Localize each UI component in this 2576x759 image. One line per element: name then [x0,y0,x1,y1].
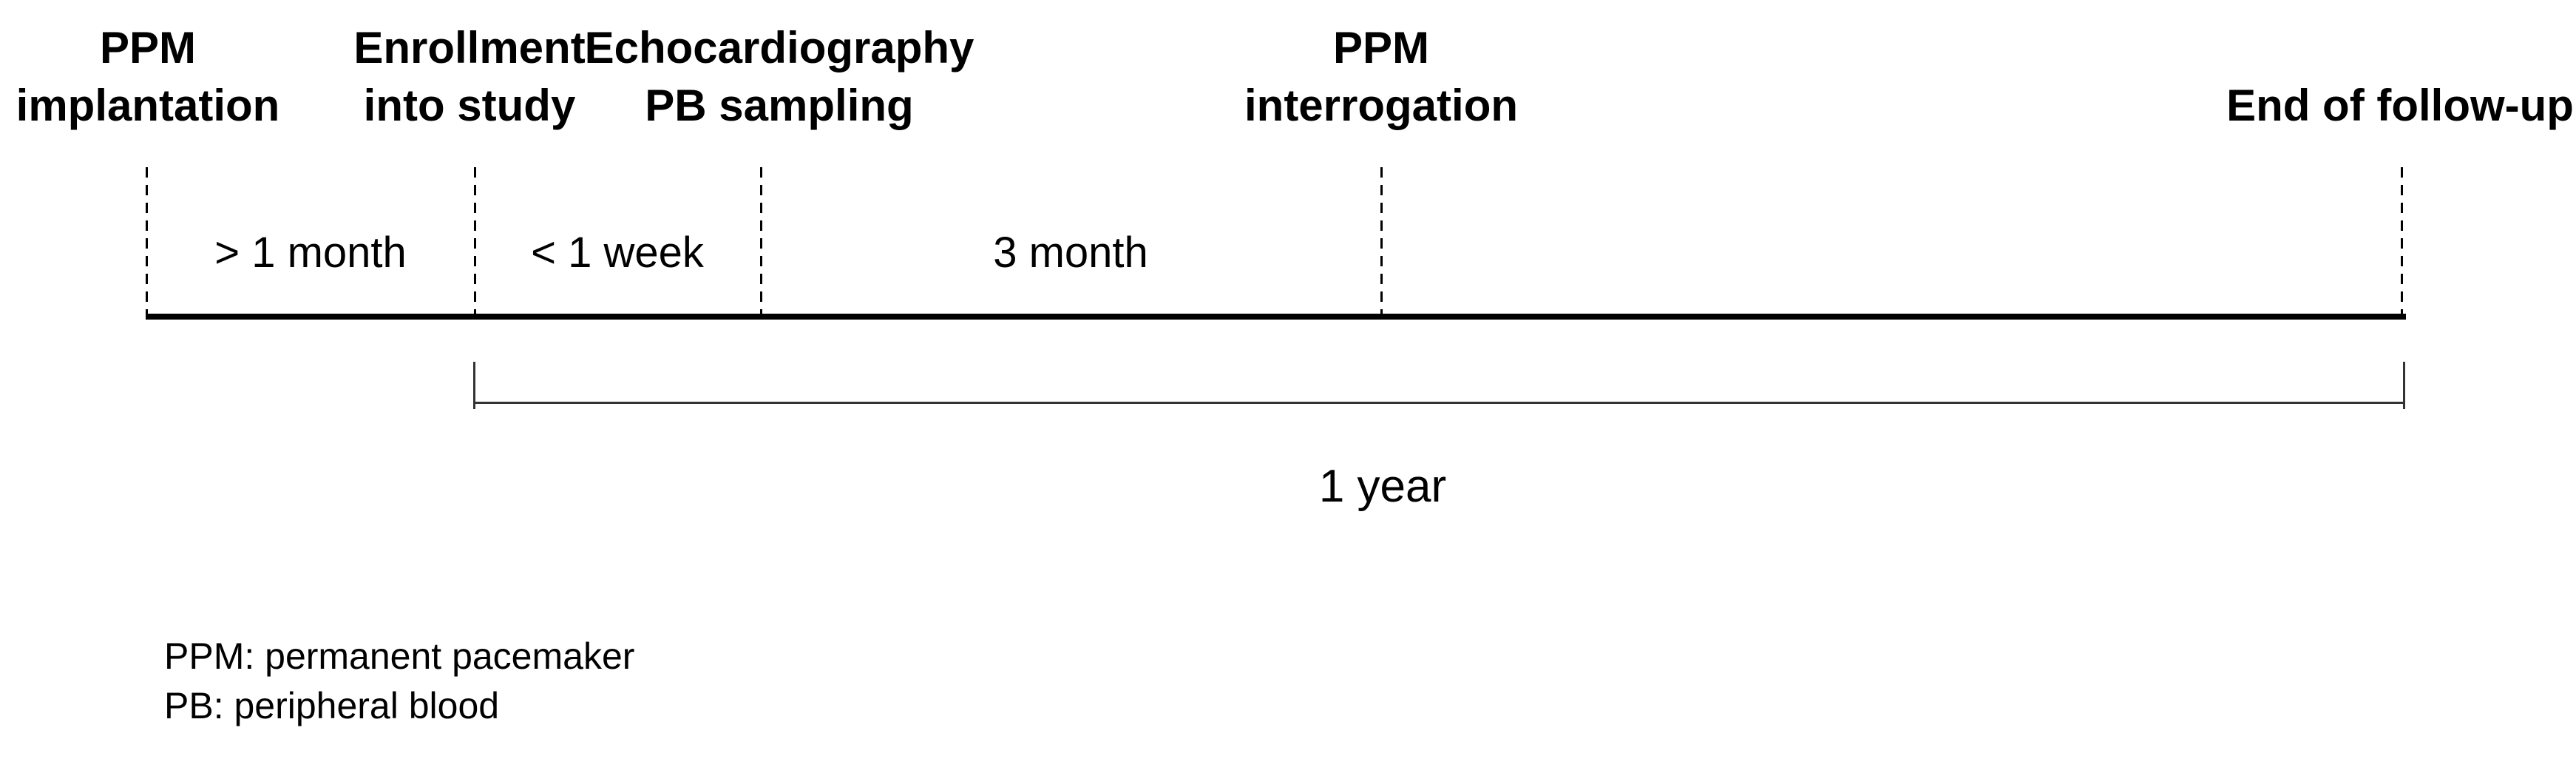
event-label-line2: implantation [16,81,280,130]
event-label-echo-pb-sampling: Echocardiography PB sampling [585,18,975,135]
event-label-ppm-interrogation: PPM interrogation [1244,18,1518,135]
event-tick-echo-pb-sampling [760,167,762,320]
abbreviation-legend: PPM: permanent pacemaker PB: peripheral … [164,632,634,731]
event-label-line1: PPM [1332,23,1430,72]
duration-label-1-year: 1 year [1318,461,1447,512]
event-tick-end-of-follow-up [2401,167,2403,320]
legend-line-ppm: PPM: permanent pacemaker [164,635,635,677]
event-label-enrollment: Enrollment into study [353,18,585,135]
interval-label-lt-1-week: < 1 week [531,229,704,277]
event-label-line2: End of follow-up [2226,81,2574,130]
event-tick-ppm-interrogation [1380,167,1383,320]
interval-label-gt-1-month: > 1 month [214,229,407,277]
event-label-line1: Echocardiography [584,23,975,72]
legend-line-pb: PB: peripheral blood [164,685,500,726]
event-label-line2: PB sampling [645,81,914,130]
event-label-end-of-follow-up: End of follow-up [2226,18,2574,135]
event-label-line1: PPM [99,23,197,72]
interval-label-3-month: 3 month [993,229,1148,277]
event-label-line2: interrogation [1244,81,1518,130]
one-year-bracket-line [473,402,2405,404]
event-label-line1: Enrollment [353,23,586,72]
event-label-line2: into study [363,81,576,130]
event-tick-ppm-implantation [146,167,148,320]
one-year-bracket-right-tick [2403,362,2405,409]
one-year-bracket-left-tick [473,362,475,409]
timeline-bar [146,314,2406,320]
event-label-ppm-implantation: PPM implantation [16,18,280,135]
event-tick-enrollment [474,167,476,320]
